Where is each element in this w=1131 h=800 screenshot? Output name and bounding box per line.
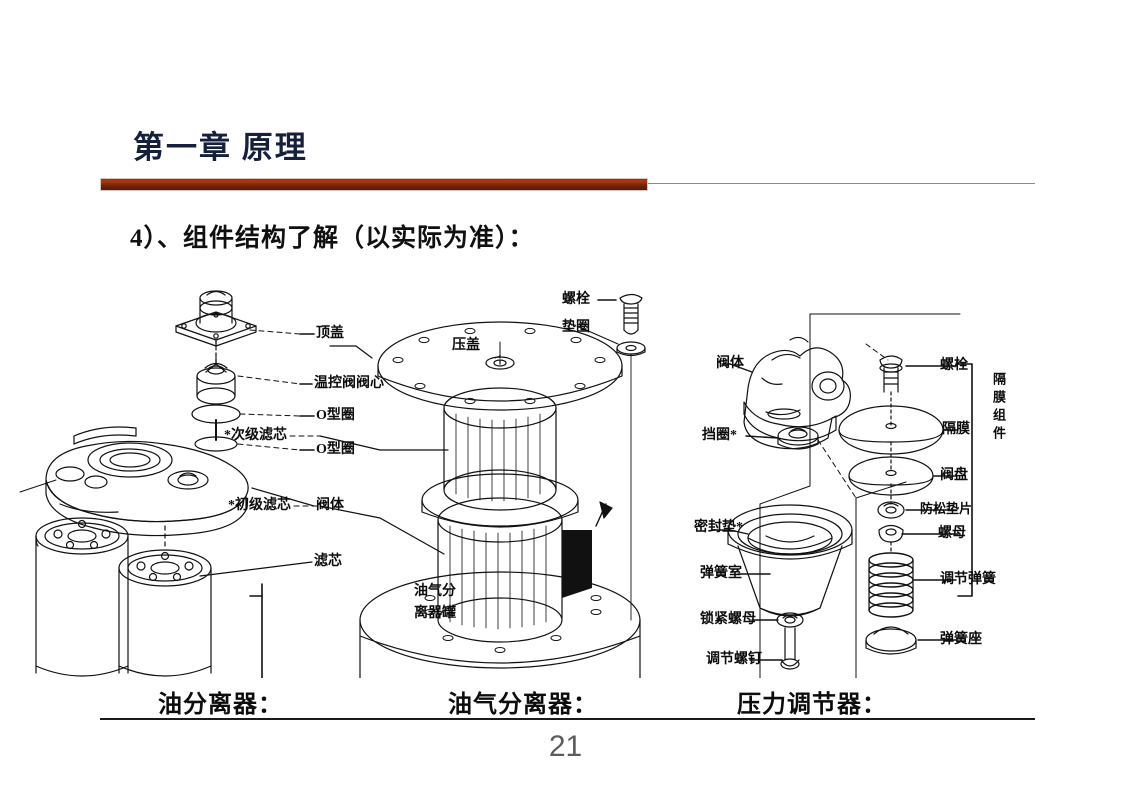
label-spring-seat: 弹簧座 xyxy=(940,632,982,647)
label-diaphragm: 隔膜 xyxy=(942,422,970,437)
label-washer-mid: 垫圈 xyxy=(562,320,590,335)
label-valve-body-left: 阀体 xyxy=(316,498,344,513)
label-retaining-ring: 挡圈* xyxy=(702,428,737,443)
divider-bar xyxy=(100,178,648,191)
divider-thin-line xyxy=(648,183,1035,184)
label-press-cover: 压盖 xyxy=(452,338,480,353)
page-number: 21 xyxy=(548,730,583,763)
label-adjust-screw: 调节螺钉 xyxy=(706,652,762,667)
label-top-cover: 顶盖 xyxy=(316,326,344,341)
oil-gas-separator-drawing xyxy=(249,293,646,678)
label-bolt-mid: 螺栓 xyxy=(562,292,590,307)
label-separator-tank-1: 油气分 xyxy=(414,584,456,599)
caption-oil-gas-separator: 油气分离器： xyxy=(448,692,598,718)
label-lock-washer: 防松垫片 xyxy=(920,501,973,516)
label-lock-nut: 锁紧螺母 xyxy=(700,612,756,627)
label-o-ring-2: O型圈 xyxy=(316,442,355,457)
label-spring-chamber: 弹簧室 xyxy=(700,566,742,581)
figure-block: 顶盖 温控阀阀心 O型圈 O型圈 阀体 滤芯 螺栓 垫圈 压盖 *次级滤芯 *初… xyxy=(0,268,1131,678)
pressure-regulator-drawing xyxy=(711,313,973,678)
label-adjust-spring: 调节弹簧 xyxy=(940,572,996,587)
label-seal-gasket: 密封垫* xyxy=(694,520,743,535)
label-valve-disc: 阀盘 xyxy=(940,468,968,483)
header-divider xyxy=(100,176,1040,192)
oil-separator-drawing xyxy=(19,290,315,677)
label-nut: 螺母 xyxy=(938,526,966,541)
label-separator-tank-2: 离器罐 xyxy=(414,606,456,621)
label-secondary-element: *次级滤芯 xyxy=(224,428,287,443)
label-o-ring-1: O型圈 xyxy=(316,408,355,423)
footer-rule xyxy=(100,718,1035,720)
exploded-diagrams-svg xyxy=(19,290,973,678)
label-filter-element: 滤芯 xyxy=(314,554,342,569)
section-heading: 4）、组件结构了解（以实际为准）： xyxy=(130,225,535,252)
label-primary-element: *初级滤芯 xyxy=(228,498,291,513)
label-thermostat-core: 温控阀阀心 xyxy=(314,376,384,391)
label-bolt-right: 螺栓 xyxy=(940,358,968,373)
caption-oil-separator: 油分离器： xyxy=(158,692,283,718)
caption-pressure-regulator: 压力调节器： xyxy=(737,692,887,718)
label-valve-body-right: 阀体 xyxy=(716,356,744,371)
chapter-title: 第一章 原理 xyxy=(133,130,308,165)
label-diaphragm-assembly: 隔膜组件 xyxy=(990,372,1006,444)
